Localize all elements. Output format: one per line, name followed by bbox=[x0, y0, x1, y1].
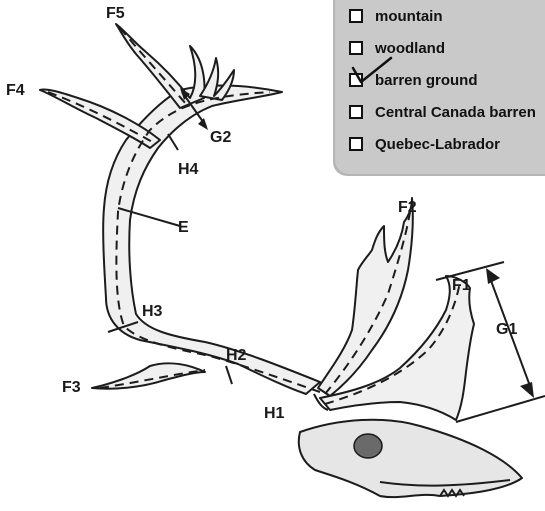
g1-arrowhead-top bbox=[486, 268, 500, 284]
checklist-label: Central Canada barren bbox=[375, 104, 536, 121]
g1-bottom-bar bbox=[456, 396, 545, 422]
checklist-label: woodland bbox=[375, 40, 445, 57]
label-h2: H2 bbox=[226, 347, 247, 364]
tine-f2-palm bbox=[318, 198, 413, 396]
herd-type-checklist: mountain woodland barren ground Central … bbox=[335, 0, 545, 174]
checkbox-icon[interactable] bbox=[349, 9, 363, 23]
g2-arrowhead-bottom bbox=[198, 118, 208, 130]
label-g1: G1 bbox=[496, 321, 517, 338]
g1-arrowhead-bottom bbox=[520, 382, 534, 398]
label-f2: F2 bbox=[398, 199, 417, 216]
label-h1: H1 bbox=[264, 405, 285, 422]
label-f4: F4 bbox=[6, 82, 25, 99]
label-h3: H3 bbox=[142, 303, 163, 320]
h2-measure-line bbox=[226, 366, 232, 384]
eye-socket bbox=[354, 434, 382, 458]
checklist-label: Quebec-Labrador bbox=[375, 136, 500, 153]
checkbox-icon[interactable] bbox=[349, 73, 363, 87]
checklist-item-central-canada-barren[interactable]: Central Canada barren bbox=[349, 96, 545, 128]
checklist-item-quebec-labrador[interactable]: Quebec-Labrador bbox=[349, 128, 545, 160]
checklist-label: barren ground bbox=[375, 72, 478, 89]
checkbox-icon[interactable] bbox=[349, 137, 363, 151]
label-e: E bbox=[178, 219, 189, 236]
tine-f4 bbox=[40, 89, 160, 148]
checkbox-icon[interactable] bbox=[349, 105, 363, 119]
label-f3: F3 bbox=[62, 379, 81, 396]
tine-f3 bbox=[92, 363, 205, 388]
tine-f5 bbox=[116, 24, 204, 108]
h4-measure-line bbox=[168, 134, 178, 150]
checklist-item-barren-ground[interactable]: barren ground bbox=[349, 64, 545, 96]
checklist-item-mountain[interactable]: mountain bbox=[349, 0, 545, 32]
checklist-item-woodland[interactable]: woodland bbox=[349, 32, 545, 64]
label-h4: H4 bbox=[178, 161, 199, 178]
checkbox-icon[interactable] bbox=[349, 41, 363, 55]
label-f5: F5 bbox=[106, 5, 125, 22]
checklist-label: mountain bbox=[375, 8, 443, 25]
label-g2: G2 bbox=[210, 129, 231, 146]
label-f1: F1 bbox=[452, 277, 471, 294]
